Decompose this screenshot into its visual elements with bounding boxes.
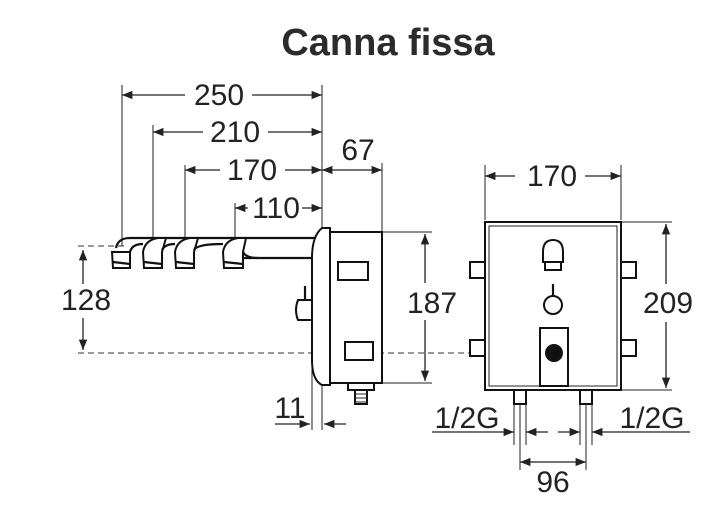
dim-11: 11	[274, 392, 305, 425]
thread-label-right: 1/2G	[619, 402, 684, 435]
dim-250: 250	[194, 79, 244, 112]
spout-elbow-1	[128, 242, 144, 253]
body-window-bottom	[344, 341, 374, 361]
spout-pipe-top-edge	[114, 236, 322, 249]
solenoid-dot	[545, 344, 563, 362]
sensor-nozzle	[544, 261, 562, 271]
body-window-top	[337, 261, 369, 281]
dim-96: 96	[536, 466, 569, 499]
thread-label-left: 1/2G	[434, 402, 499, 435]
drawing-title: Canna fissa	[281, 22, 495, 64]
dim-170-side: 170	[227, 154, 277, 187]
spout-elbow-3	[193, 242, 224, 251]
front-handle-knob	[543, 295, 563, 315]
dim-187: 187	[407, 287, 457, 320]
spout-nozzle-170	[173, 237, 200, 269]
dim-128: 128	[61, 284, 111, 317]
mount-tab-left-top	[469, 261, 486, 279]
spout-elbow-4	[242, 251, 259, 260]
inlet-right	[579, 389, 593, 405]
spout-elbow-2	[161, 242, 176, 251]
bottom-fitting-nut	[347, 382, 375, 391]
dim-67: 67	[341, 134, 374, 167]
spout-nozzle-250	[110, 251, 131, 269]
wall-plate	[311, 227, 331, 386]
mount-tab-right-bottom	[620, 339, 637, 357]
front-view: 170 209 1/2G 1/2G	[432, 160, 693, 499]
side-view: 250 210 170 110 67 128 187 11	[61, 79, 480, 430]
inlet-left	[513, 389, 527, 405]
sensor-head	[542, 238, 564, 263]
dim-209: 209	[643, 287, 693, 320]
mount-tab-left-bottom	[469, 339, 486, 357]
spout-nozzle-110	[221, 237, 248, 269]
dim-110: 110	[252, 192, 300, 225]
dim-210: 210	[210, 116, 260, 149]
mount-tab-right-top	[620, 261, 637, 279]
spout-nozzle-210	[141, 237, 168, 269]
dim-170-front: 170	[527, 160, 577, 193]
valve-handle	[295, 299, 313, 321]
